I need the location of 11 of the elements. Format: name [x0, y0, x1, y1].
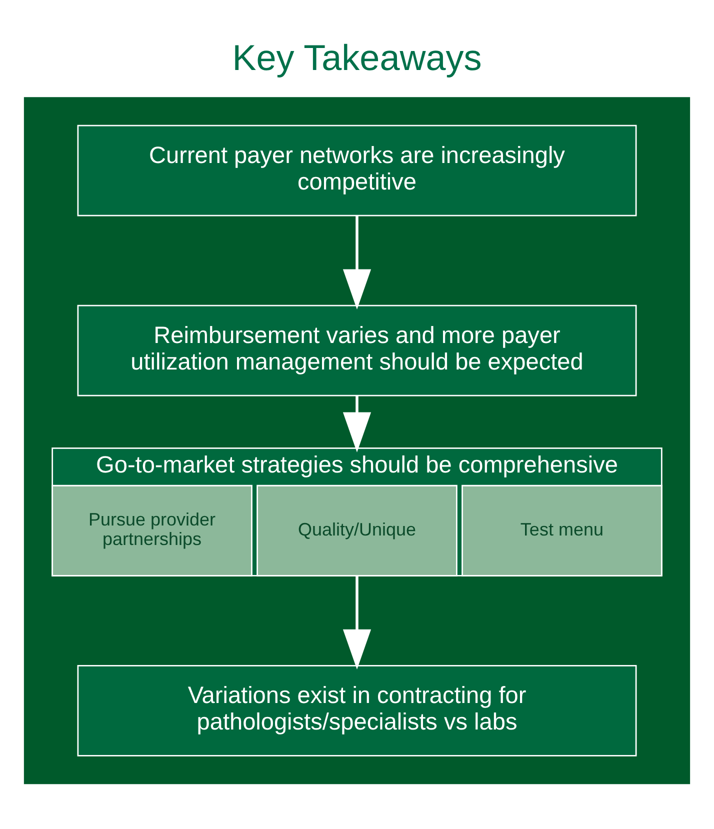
- cluster: [24, 96, 690, 784]
- node-box: Pursue provider partnerships: [52, 484, 252, 576]
- arrow: [342, 395, 372, 452]
- arrow: [342, 575, 372, 670]
- arrow: [342, 215, 372, 309]
- node-box: Test menu: [462, 484, 662, 576]
- diagram-title: Key Takeaways: [232, 36, 482, 78]
- node-box: Variations exist in contracting for pathologists/specialists vs labs: [77, 664, 637, 756]
- node-box: Quality/Unique: [256, 484, 458, 576]
- node-box: Current payer networks are increasingly competitive: [77, 124, 637, 216]
- node-box: Reimbursement varies and more payer utilization management should be expected: [77, 304, 637, 396]
